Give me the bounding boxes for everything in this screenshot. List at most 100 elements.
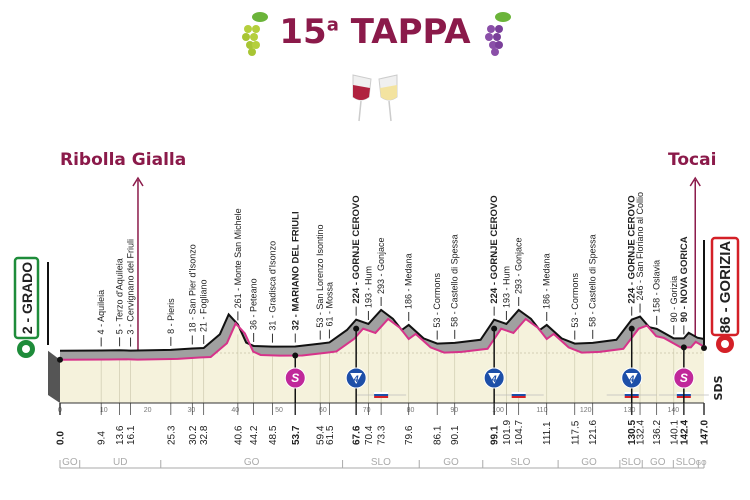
- region-label: SLO: [621, 457, 641, 468]
- waypoint-label: 58 - Castello di Spessa: [588, 234, 598, 327]
- kom-category-label: 4: [628, 374, 634, 384]
- stage-word: TAPPA: [350, 12, 471, 52]
- waypoint-label: 186 - Medana: [542, 253, 552, 309]
- wine-label-left: Ribolla Gialla: [60, 150, 187, 170]
- waypoint-label: 158 - Oslavia: [652, 260, 662, 313]
- km-label: 99.1: [490, 425, 501, 445]
- km-label: 40.6: [233, 425, 244, 445]
- km-label: 70.4: [364, 425, 375, 445]
- marker-point: [680, 344, 687, 351]
- x-tick-label: 140: [667, 407, 679, 414]
- km-label: 73.3: [377, 425, 388, 445]
- x-tick-label: 110: [536, 407, 547, 414]
- km-label: 130.5: [627, 420, 638, 445]
- x-tick-label: 90: [450, 407, 458, 414]
- waypoint-label: 58 - Castello di Spessa: [450, 234, 460, 327]
- wine-marker-arrow-icon: [132, 176, 144, 187]
- region-label: GO: [62, 457, 78, 468]
- kom-triangle-icon: [625, 373, 638, 384]
- x-tick-label: 120: [580, 407, 592, 414]
- profile-side-face: [48, 350, 60, 403]
- km-label: 13.6: [115, 425, 126, 445]
- x-tick-label: 40: [231, 407, 239, 414]
- marker-point: [491, 325, 498, 332]
- wine-glasses-icon: [352, 74, 398, 122]
- waypoint-label: 32 - MARIANO DEL FRIULI: [290, 211, 301, 330]
- km-label: 67.6: [352, 425, 363, 445]
- region-label: SLO: [676, 457, 696, 468]
- start-box: [13, 256, 40, 340]
- sprint-icon: [673, 367, 695, 389]
- km-label: 16.1: [126, 425, 137, 445]
- wine-label-right: Tocai: [668, 150, 717, 170]
- km-label: 136.2: [652, 420, 663, 445]
- marker-point: [353, 325, 360, 332]
- kom-triangle-icon: [488, 373, 501, 384]
- km-label: 147.0: [700, 420, 711, 445]
- waypoint-label: 53 - San Lorenzo Isontino: [315, 225, 325, 328]
- sprint-label: S: [291, 371, 299, 385]
- waypoint-label: 5 - Terzo d'Aquileia: [115, 258, 125, 334]
- x-tick-label: 60: [319, 407, 327, 414]
- x-tick-label: 10: [100, 407, 108, 414]
- profile-front-face: [60, 318, 704, 403]
- x-tick-label: 30: [188, 407, 196, 414]
- x-tick-label: 50: [275, 407, 283, 414]
- x-tick-label: 130: [624, 407, 636, 414]
- brand-logo: SDS: [712, 375, 725, 400]
- kom-category-label: 4: [491, 374, 497, 384]
- region-label: GO: [696, 460, 707, 467]
- start-point: [57, 356, 63, 363]
- region-label: SLO: [371, 457, 391, 468]
- region-label: GO: [581, 457, 597, 468]
- x-tick-label: 80: [407, 407, 415, 414]
- x-tick-label: 70: [363, 407, 371, 414]
- slovenia-flag-icon: [374, 392, 389, 398]
- x-tick-label: 20: [144, 407, 152, 414]
- km-label: 61.5: [325, 425, 336, 445]
- km-label: 90.1: [450, 425, 461, 445]
- waypoint-label: 36 - Peteano: [249, 278, 259, 330]
- km-label: 117.5: [570, 420, 581, 445]
- finish-point: [701, 344, 707, 351]
- region-label: GO: [650, 457, 666, 468]
- waypoint-label: 193 - Hum: [363, 266, 373, 308]
- km-label: 101.9: [502, 420, 513, 445]
- waypoint-label: 224 - GORNJE CEROVO: [489, 195, 500, 303]
- waypoint-label: 53 - Cormons: [570, 273, 580, 328]
- km-label: 132.4: [636, 420, 647, 445]
- waypoint-label: 3 - Cervignano del Friuli: [126, 239, 136, 335]
- x-tick-label: 100: [492, 407, 504, 414]
- waypoint-label: 246 - San Floriano al Collio: [635, 192, 645, 301]
- region-label: SLO: [510, 457, 530, 468]
- sprint-label: S: [680, 371, 688, 385]
- waypoint-label: 21 - Fogliano: [199, 280, 209, 333]
- waypoint-label: 61 - Mossa: [324, 282, 334, 327]
- km-label: 53.7: [291, 425, 302, 445]
- km-label: 86.1: [433, 425, 444, 445]
- waypoint-label: 31 - Gradisca d'Isonzo: [267, 241, 277, 331]
- stage-title: 15a TAPPA: [0, 12, 750, 52]
- km-label: 104.7: [514, 420, 525, 445]
- waypoint-label: 90 - NOVA GORICA: [679, 236, 690, 322]
- stage-number: 15: [279, 12, 327, 52]
- km-label: 142.4: [679, 420, 690, 445]
- kom-triangle-icon: [350, 373, 363, 384]
- waypoint-label: 224 - GORNJE CEROVO: [627, 195, 638, 303]
- waypoint-label: 18 - San Pier d'Isonzo: [187, 244, 197, 332]
- marker-point: [628, 325, 635, 332]
- profile-route-line: [59, 317, 705, 361]
- kom-category-label: 4: [353, 374, 359, 384]
- green-grapes-icon: [242, 12, 268, 56]
- waypoint-label: 4 - Aquileia: [96, 290, 106, 335]
- km-label: 111.1: [542, 421, 553, 445]
- waypoint-label: 53 - Cormons: [432, 273, 442, 328]
- slovenia-flag-icon: [511, 392, 526, 398]
- stage-suffix: a: [326, 14, 339, 36]
- waypoint-label: 261 - Monte San Michele: [233, 208, 243, 308]
- waypoint-label: 293 - Gonjace: [376, 237, 386, 294]
- waypoint-label: 186 - Medana: [404, 253, 414, 309]
- region-label: UD: [113, 457, 127, 468]
- km-label: 9.4: [97, 431, 108, 445]
